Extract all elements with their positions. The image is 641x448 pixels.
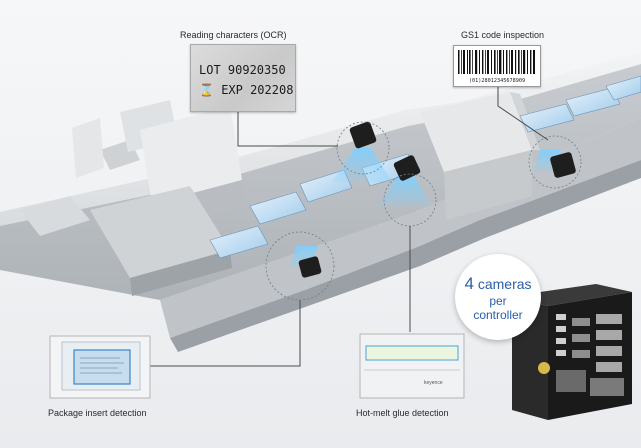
ocr-exp-line: ⌛ EXP 202208 [199,83,293,97]
ocr-lot-line: LOT 90920350 [199,63,286,77]
package-insert-title: Package insert detection [48,408,147,418]
glue-title: Hot-melt glue detection [356,408,449,418]
camera-insert [290,246,322,278]
conveyor-machine [0,52,641,352]
ocr-exp-text: EXP 202208 [221,83,294,97]
callout-connectors [150,86,549,367]
camera-ocr [332,121,392,182]
cameras-line2: per [489,294,507,308]
gs1-digits: (01)28012345678909 [468,78,526,84]
cameras-per-controller-badge: 4 cameras per controller [455,254,541,340]
cameras-line1: 4 cameras [455,274,541,294]
hourglass-icon: ⌛ [199,83,214,97]
package-insert-photo [49,335,151,399]
gs1-barcode: (01)28012345678909 [453,45,541,87]
ocr-sample: LOT 90920350 ⌛ EXP 202208 [190,44,296,112]
ocr-title: Reading characters (OCR) [180,30,287,40]
hot-melt-glue-photo [359,333,465,399]
focus-circle-ocr [336,121,390,175]
cameras-line3: controller [473,308,523,322]
focus-circle-gs1 [528,135,582,189]
camera-count: 4 [464,274,474,293]
camera-gs1 [534,150,576,178]
gs1-title: GS1 code inspection [461,30,545,40]
feeder-rack [90,186,232,296]
glue-brand-text: keyence [424,380,443,386]
barcode-bars [458,50,535,74]
cameras-word: cameras [477,276,532,292]
